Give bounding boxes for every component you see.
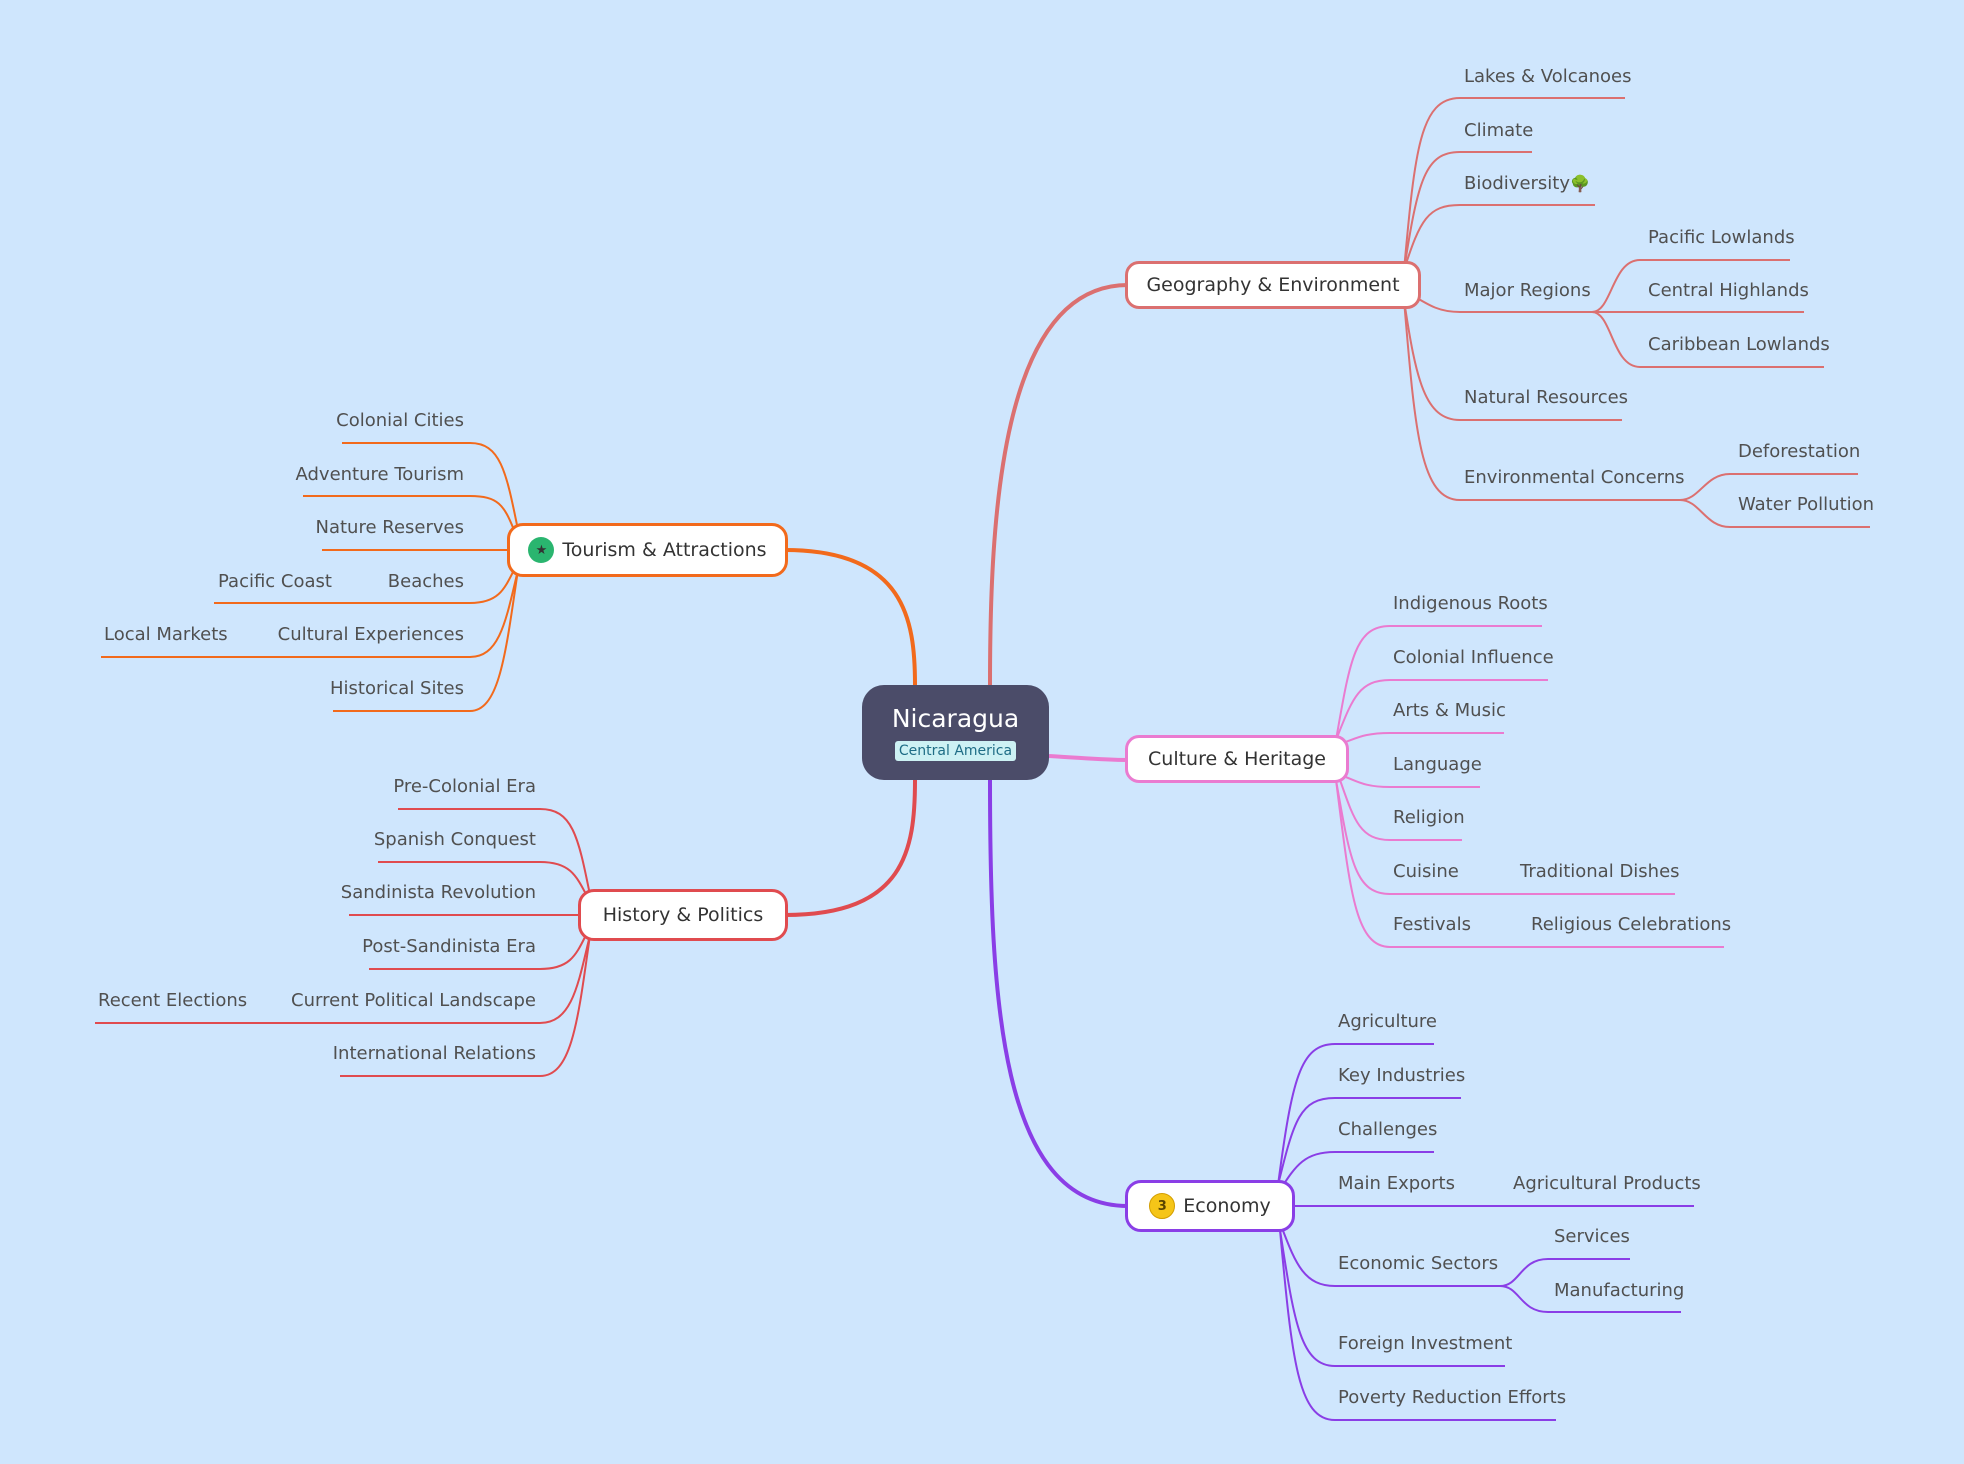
node-spanish-conquest[interactable]: Spanish Conquest [373, 829, 536, 850]
node-colonial-cities[interactable]: Colonial Cities [336, 410, 464, 431]
connector-culture [1048, 754, 1129, 762]
node-arts-music[interactable]: Arts & Music [1393, 700, 1506, 721]
node-foreign-investment[interactable]: Foreign Investment [1338, 1333, 1513, 1354]
node-water-pollution[interactable]: Water Pollution [1738, 494, 1875, 515]
node-poverty-reduction[interactable]: Poverty Reduction Efforts [1338, 1387, 1567, 1408]
tree-icon: 🌳 [1570, 174, 1590, 193]
central-topic[interactable]: Nicaragua Central America [862, 685, 1049, 780]
node-manufacturing[interactable]: Manufacturing [1554, 1280, 1685, 1301]
node-language[interactable]: Language [1393, 754, 1482, 775]
node-environmental-concerns[interactable]: Environmental Concerns [1464, 467, 1685, 488]
star-icon: ★ [528, 537, 555, 563]
node-biodiversity-label: Biodiversity [1464, 173, 1571, 194]
node-recent-elections[interactable]: Recent Elections [98, 990, 248, 1011]
node-key-industries[interactable]: Key Industries [1338, 1065, 1466, 1086]
branch-geography[interactable]: Geography & Environment [1125, 261, 1421, 309]
node-pacific-coast[interactable]: Pacific Coast [218, 571, 332, 592]
node-main-exports[interactable]: Main Exports [1338, 1173, 1455, 1194]
node-pacific-lowlands[interactable]: Pacific Lowlands [1648, 227, 1795, 248]
node-historical-sites[interactable]: Historical Sites [330, 678, 464, 699]
branch-label: Culture & Heritage [1148, 748, 1326, 770]
node-traditional-dishes[interactable]: Traditional Dishes [1520, 861, 1680, 882]
connector-history [784, 779, 917, 917]
node-central-highlands[interactable]: Central Highlands [1648, 280, 1809, 301]
node-current-political-landscape[interactable]: Current Political Landscape [291, 990, 536, 1011]
node-challenges[interactable]: Challenges [1338, 1119, 1438, 1140]
node-beaches[interactable]: Beaches [387, 571, 464, 592]
branch-label: Geography & Environment [1146, 274, 1400, 296]
node-sandinista-revolution[interactable]: Sandinista Revolution [340, 882, 536, 903]
node-religion[interactable]: Religion [1393, 807, 1465, 828]
branch-culture[interactable]: Culture & Heritage [1125, 735, 1349, 783]
branch-history[interactable]: History & Politics [578, 889, 788, 941]
central-topic-title: Nicaragua [891, 704, 1020, 733]
node-post-sandinista-era[interactable]: Post-Sandinista Era [362, 936, 536, 957]
connector-tourism [784, 548, 917, 686]
node-deforestation[interactable]: Deforestation [1738, 441, 1861, 462]
branch-tourism[interactable]: ★ Tourism & Attractions [507, 523, 788, 577]
node-adventure-tourism[interactable]: Adventure Tourism [295, 464, 465, 485]
branch-label: Economy [1183, 1195, 1271, 1217]
node-local-markets[interactable]: Local Markets [104, 624, 228, 645]
node-major-regions[interactable]: Major Regions [1464, 280, 1591, 301]
node-services[interactable]: Services [1554, 1226, 1630, 1247]
connector-geography [988, 283, 1129, 686]
node-natural-resources[interactable]: Natural Resources [1464, 387, 1629, 408]
node-climate[interactable]: Climate [1464, 120, 1534, 141]
node-biodiversity[interactable]: Biodiversity🌳 [1464, 175, 1590, 193]
node-religious-celebrations[interactable]: Religious Celebrations [1531, 914, 1732, 935]
node-festivals[interactable]: Festivals [1393, 914, 1471, 935]
branch-label: History & Politics [602, 904, 764, 926]
node-lakes-volcanoes[interactable]: Lakes & Volcanoes [1464, 66, 1632, 87]
node-colonial-influence[interactable]: Colonial Influence [1393, 647, 1554, 668]
node-cultural-experiences[interactable]: Cultural Experiences [277, 624, 464, 645]
connector-economy [988, 779, 1129, 1208]
node-indigenous-roots[interactable]: Indigenous Roots [1393, 593, 1548, 614]
node-agricultural-products[interactable]: Agricultural Products [1513, 1173, 1701, 1194]
node-pre-colonial-era[interactable]: Pre-Colonial Era [393, 776, 536, 797]
node-economic-sectors[interactable]: Economic Sectors [1338, 1253, 1499, 1274]
branch-label: Tourism & Attractions [562, 539, 767, 561]
node-agriculture[interactable]: Agriculture [1338, 1011, 1437, 1032]
branch-economy[interactable]: 3 Economy [1125, 1180, 1295, 1232]
node-caribbean-lowlands[interactable]: Caribbean Lowlands [1648, 334, 1830, 355]
central-topic-tag: Central America [894, 741, 1017, 761]
node-cuisine[interactable]: Cuisine [1393, 861, 1459, 882]
priority-3-icon: 3 [1149, 1193, 1176, 1219]
node-international-relations[interactable]: International Relations [332, 1043, 536, 1064]
node-nature-reserves[interactable]: Nature Reserves [315, 517, 465, 538]
